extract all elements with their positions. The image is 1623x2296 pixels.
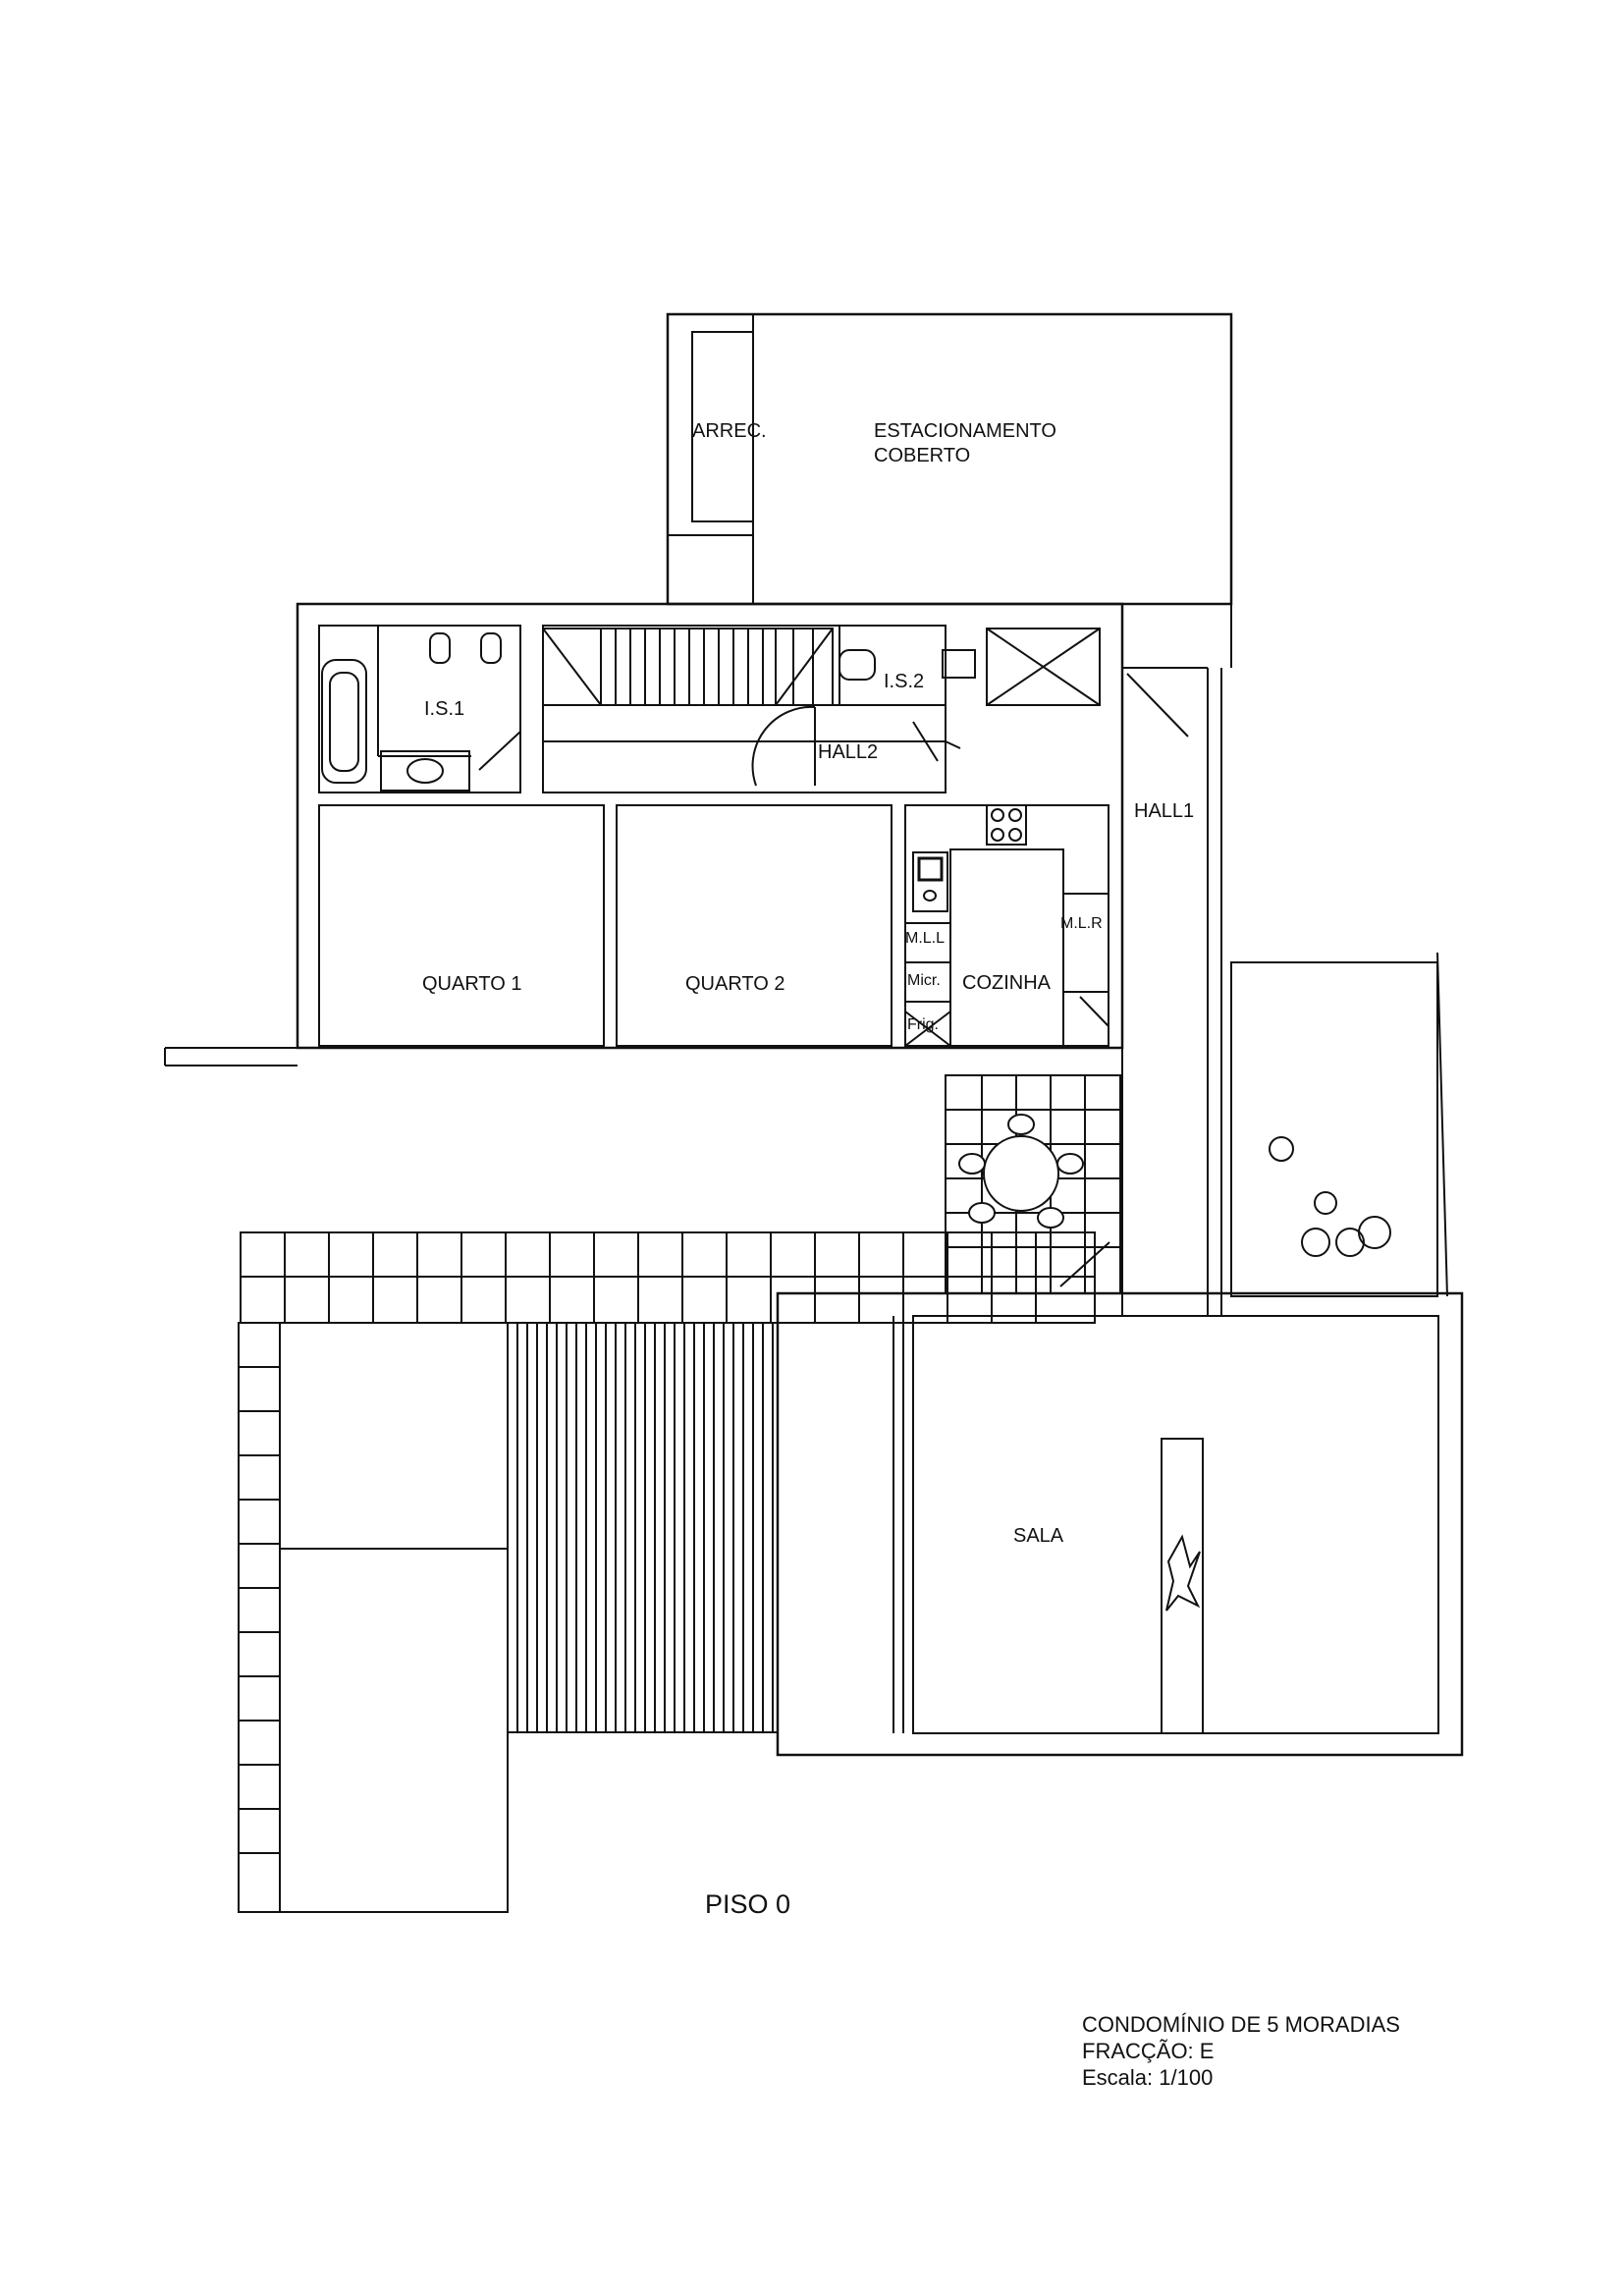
label-micr: Micr. [907,972,941,989]
label-mlr: M.L.R [1060,915,1103,932]
deck [507,1322,779,1733]
label-estacionamento: ESTACIONAMENTO [874,420,1056,442]
label-quarto2: QUARTO 2 [685,973,785,995]
floor-title: PISO 0 [705,1889,791,1919]
label-hall2: HALL2 [818,741,878,763]
label-coberto: COBERTO [874,445,970,466]
closets [986,628,1101,706]
title-block-line2: FRACÇÃO: E [1082,2039,1215,2063]
title-block-line1: CONDOMÍNIO DE 5 MORADIAS [1082,2012,1400,2037]
label-mll: M.L.L [905,930,945,947]
patio-grid [238,1231,1096,1913]
label-is1: I.S.1 [424,698,464,720]
label-is2: I.S.2 [884,671,924,692]
label-frig: Frig. [907,1016,939,1033]
doors [478,673,1189,1027]
label-hall1: HALL1 [1134,800,1194,822]
label-sala: SALA [1013,1525,1064,1547]
garage-block [666,312,1233,668]
stairs [542,628,834,706]
title-block: CONDOMÍNIO DE 5 MORADIAS FRACÇÃO: E Esca… [1082,2011,1400,2091]
title-block-line3: Escala: 1/100 [1082,2065,1214,2090]
garden [1230,952,1448,1297]
house-walls [164,602,1222,1316]
label-quarto1: QUARTO 1 [422,973,522,995]
label-cozinha: COZINHA [962,972,1052,994]
label-arrec: ARREC. [692,420,767,442]
kitchen-fixtures [904,804,1027,1047]
sala-room [776,1291,1464,1757]
room-labels: ARREC. ESTACIONAMENTO COBERTO I.S.1 I.S.… [422,420,1194,1547]
bathroom-fixtures [321,632,976,792]
dining-terrace [945,1074,1121,1294]
